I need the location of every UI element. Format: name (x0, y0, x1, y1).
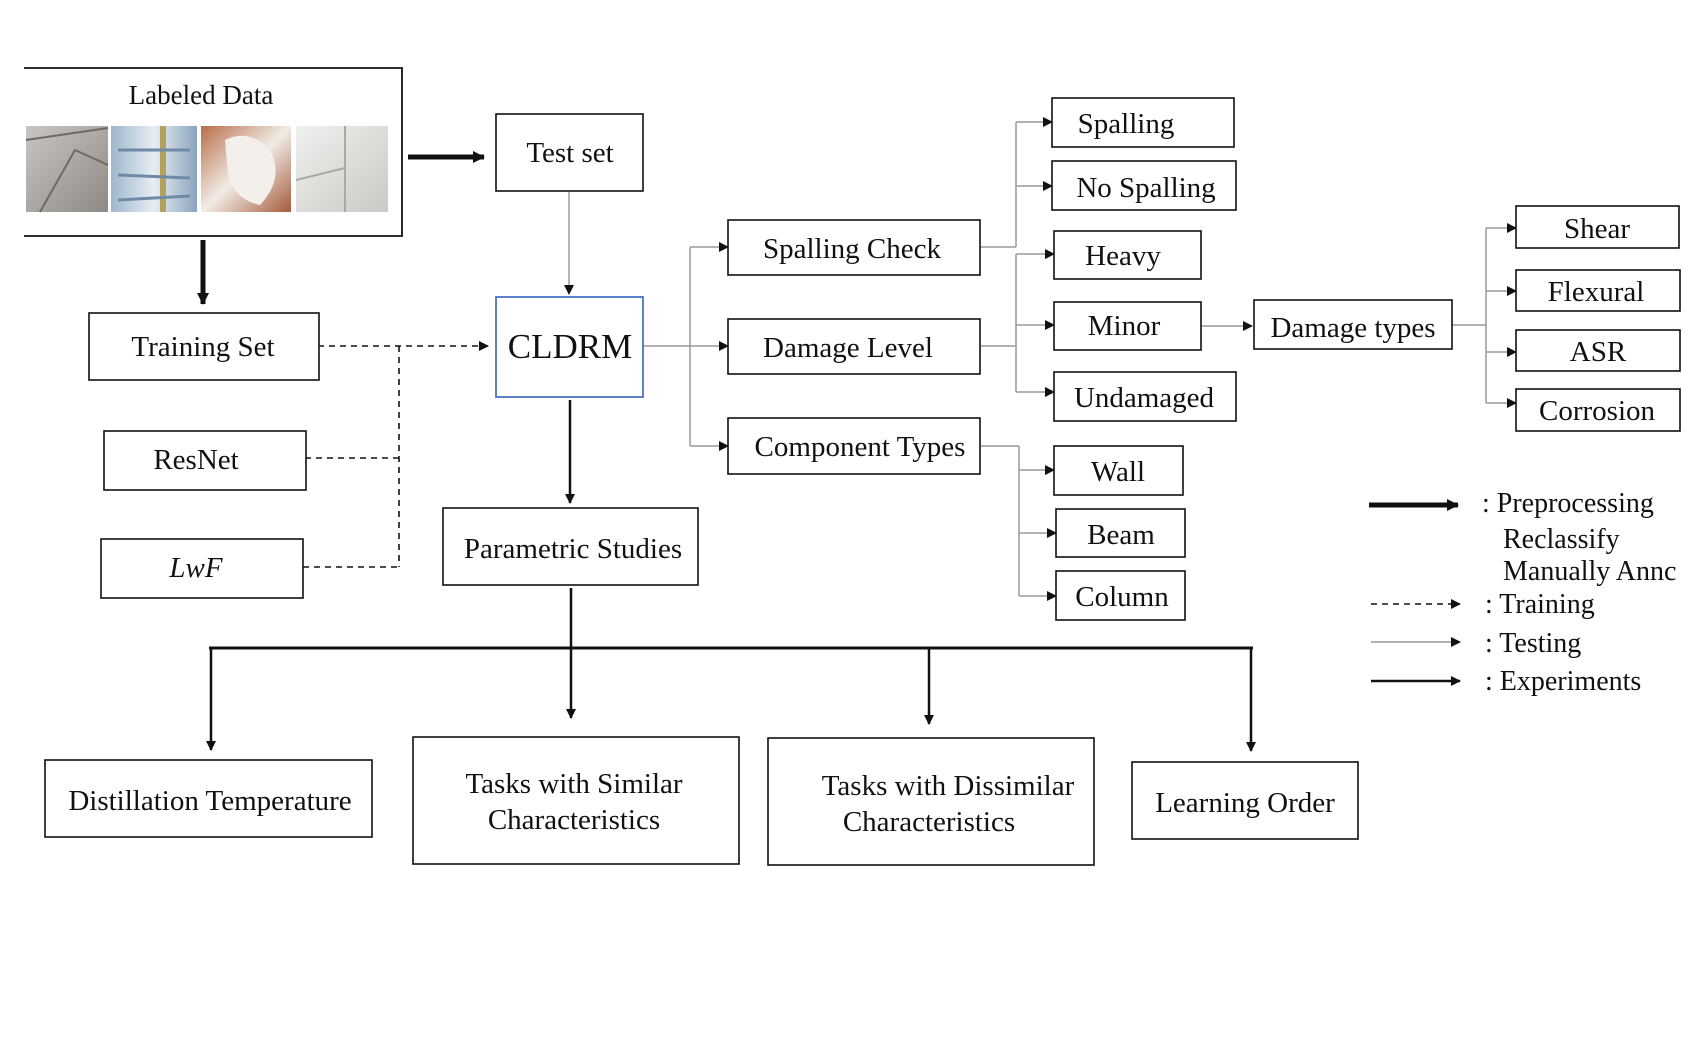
minor-label: Minor (1088, 310, 1161, 342)
damage-types-label: Damage types (1270, 312, 1435, 344)
damage-photo-2 (111, 126, 197, 212)
cldrm-node: CLDRM (495, 296, 644, 398)
legend-experiments-label: : Experiments (1485, 666, 1641, 697)
asr-node: ASR (1515, 329, 1681, 372)
heavy-label: Heavy (1085, 240, 1161, 272)
training-set-node: Training Set (88, 312, 320, 381)
legend-preprocessing-label: : Preprocessing (1482, 488, 1654, 519)
flexural-label: Flexural (1548, 276, 1645, 308)
column-node: Column (1055, 570, 1186, 621)
tasks-dissimilar-node: Tasks with Dissimilar Characteristics (767, 737, 1095, 866)
test-set-node: Test set (495, 113, 644, 192)
legend-reclassify-label: Reclassify (1503, 524, 1620, 555)
distillation-temperature-label: Distillation Temperature (68, 785, 351, 817)
tasks-similar-label-line1: Tasks with Similar (465, 768, 682, 800)
spalling-check-label: Spalling Check (763, 233, 942, 265)
learning-order-node: Learning Order (1131, 761, 1359, 840)
cldrm-label: CLDRM (508, 327, 632, 366)
resnet-label: ResNet (153, 444, 238, 476)
spalling-label: Spalling (1078, 108, 1175, 140)
test-set-label: Test set (526, 137, 613, 169)
wall-label: Wall (1091, 456, 1145, 488)
corrosion-label: Corrosion (1539, 395, 1656, 427)
flexural-node: Flexural (1515, 269, 1681, 312)
wall-node: Wall (1053, 445, 1184, 496)
distillation-temperature-node: Distillation Temperature (44, 759, 373, 838)
connectors (197, 117, 1517, 752)
spalling-check-node: Spalling Check (727, 219, 981, 276)
component-types-node: Component Types (727, 417, 981, 475)
undamaged-node: Undamaged (1053, 371, 1237, 422)
beam-label: Beam (1087, 519, 1155, 551)
tasks-similar-label-line2: Characteristics (488, 804, 660, 836)
shear-label: Shear (1564, 213, 1630, 245)
minor-node: Minor (1053, 301, 1202, 351)
component-types-label: Component Types (755, 431, 966, 463)
legend: : Preprocessing Reclassify Manually Annc… (1369, 488, 1676, 697)
legend-training-label: : Training (1485, 589, 1595, 620)
lwf-node: LwF (100, 538, 304, 599)
beam-node: Beam (1055, 508, 1186, 558)
tasks-dissimilar-label-line1: Tasks with Dissimilar (822, 770, 1075, 802)
spalling-node: Spalling (1051, 97, 1235, 148)
legend-manually-label: Manually Annc (1503, 556, 1676, 587)
column-label: Column (1075, 581, 1169, 613)
damage-types-node: Damage types (1253, 299, 1453, 350)
undamaged-label: Undamaged (1074, 382, 1215, 414)
tasks-dissimilar-label-line2: Characteristics (843, 806, 1015, 838)
damage-level-node: Damage Level (727, 318, 981, 375)
training-set-label: Training Set (131, 331, 274, 363)
corrosion-node: Corrosion (1515, 388, 1681, 432)
heavy-node: Heavy (1053, 230, 1202, 280)
damage-photo-3 (201, 126, 291, 212)
parametric-studies-label: Parametric Studies (464, 533, 682, 565)
damage-level-label: Damage Level (763, 332, 933, 364)
tasks-similar-node: Tasks with Similar Characteristics (412, 736, 740, 865)
lwf-label: LwF (168, 552, 222, 584)
legend-testing-label: : Testing (1485, 628, 1581, 659)
no-spalling-node: No Spalling (1051, 160, 1237, 211)
damage-photo-4 (295, 126, 388, 212)
no-spalling-label: No Spalling (1076, 172, 1215, 204)
shear-node: Shear (1515, 205, 1680, 249)
parametric-studies-node: Parametric Studies (442, 507, 699, 586)
labeled-data-title: Labeled Data (129, 80, 274, 110)
damage-photo-1 (25, 126, 109, 213)
resnet-node: ResNet (103, 430, 307, 491)
learning-order-label: Learning Order (1155, 787, 1335, 819)
labeled-data-block: Labeled Data (24, 67, 403, 237)
asr-label: ASR (1570, 336, 1627, 368)
